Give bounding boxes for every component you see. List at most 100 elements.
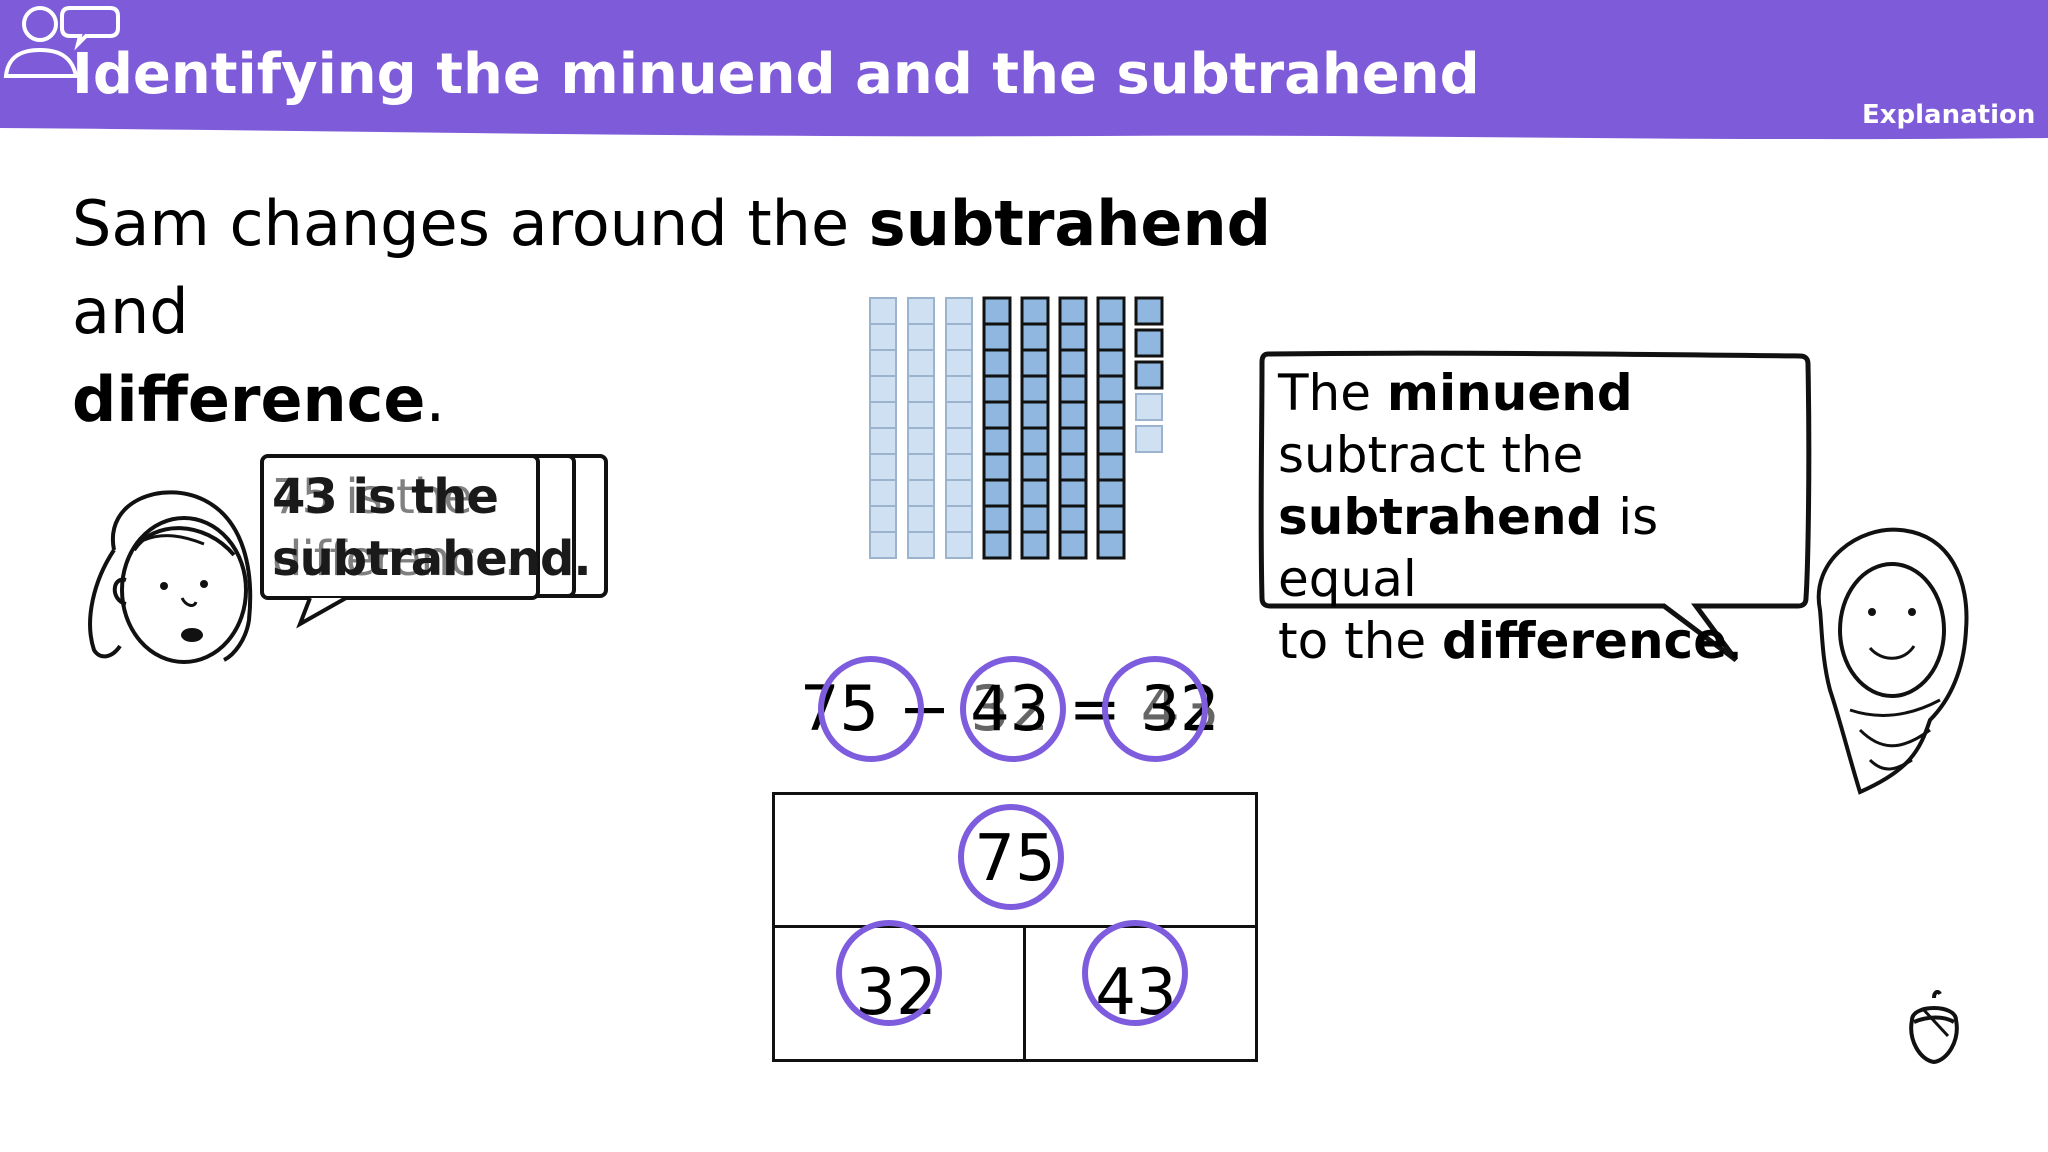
ones-cube (1134, 328, 1164, 358)
tens-rod-cell (945, 453, 973, 481)
tens-rod-cell (907, 479, 935, 507)
speech-part: . (1727, 612, 1744, 670)
tens-rod-cell (1096, 530, 1126, 560)
tens-rod-cell (1020, 374, 1050, 404)
intro-text: Sam changes around the subtrahend and di… (72, 180, 1372, 444)
tens-rod-cell (982, 530, 1012, 560)
speech-bold-difference: difference (1442, 612, 1728, 670)
tens-rod-cell (1096, 504, 1126, 534)
tens-rod-cell (945, 375, 973, 403)
tens-rod-cell (907, 505, 935, 533)
left-speech-bubble (260, 454, 608, 629)
tens-rod-cell (869, 505, 897, 533)
tens-rod-cell (945, 531, 973, 559)
ones-cube (1134, 296, 1164, 326)
tens-rod-cell (945, 427, 973, 455)
tens-rod-cell (1020, 478, 1050, 508)
tens-rod-cell (982, 348, 1012, 378)
tens-rod-cell (1058, 452, 1088, 482)
tens-rod-cell (945, 479, 973, 507)
right-speech-bubble (1258, 350, 1812, 662)
tens-rod-cell (982, 322, 1012, 352)
intro-part: and (72, 275, 189, 348)
tens-rod-cell (982, 504, 1012, 534)
page-title: Identifying the minuend and the subtrahe… (72, 42, 1480, 107)
bar-model: 75 32 43 (772, 792, 1258, 1062)
tens-rod-cell (869, 375, 897, 403)
header-banner: Identifying the minuend and the subtrahe… (0, 0, 2048, 140)
speech-part: is equal (1278, 488, 1659, 608)
tens-rod-cell (945, 323, 973, 351)
ghost-line: difference. (272, 531, 519, 587)
tens-rod-cell (869, 349, 897, 377)
tens-rod-cell (869, 401, 897, 429)
explanation-label: Explanation (1862, 100, 2036, 130)
tens-rod-cell (907, 427, 935, 455)
tens-rod-cell (1096, 374, 1126, 404)
woman-avatar (1816, 527, 1969, 795)
tens-rod-cell (869, 479, 897, 507)
base-ten-blocks (869, 296, 1164, 560)
tens-rod-cell (907, 349, 935, 377)
speech-line: 43 is the (272, 469, 499, 525)
tens-rod-cell (1096, 452, 1126, 482)
tens-rod-cell (1096, 478, 1126, 508)
tens-rod-cell (907, 531, 935, 559)
girl-avatar (88, 490, 253, 664)
speech-bold-subtrahend: subtrahend (1278, 488, 1603, 546)
tens-rod-cell (982, 400, 1012, 430)
tens-rod-cell (1096, 296, 1126, 326)
speech-part: to the (1278, 612, 1443, 670)
tens-rod-cell (1096, 400, 1126, 430)
circle-subtrahend (960, 656, 1066, 762)
tens-rod-cell (869, 323, 897, 351)
right-speech-text: The minuend subtract the subtrahend is e… (1278, 362, 1798, 672)
tens-rod-cell (869, 427, 897, 455)
circle-whole (958, 804, 1064, 910)
left-speech-ghost: 75 is the difference. (272, 466, 519, 590)
tens-rod-cell (907, 453, 935, 481)
intro-part: Sam changes around the (72, 187, 869, 260)
header-background (0, 0, 2048, 140)
ones-cube (1134, 360, 1164, 390)
circle-right-part (1082, 920, 1188, 1026)
tens-rod-cell (869, 297, 897, 325)
tens-rod-cell (1058, 296, 1088, 326)
tens-rod-cell (1020, 400, 1050, 430)
tens-rod-cell (1058, 374, 1088, 404)
tens-rod-cell (1058, 530, 1088, 560)
left-speech-text: 75 is the difference. 43 is the subtrahe… (272, 466, 592, 590)
speech-part: The (1278, 364, 1387, 422)
tens-rod-cell (1096, 348, 1126, 378)
tens-rod-cell (945, 349, 973, 377)
tens-rod-cell (907, 297, 935, 325)
tens-rod-cell (945, 505, 973, 533)
people-speech-icon (3, 6, 120, 78)
tens-rod-cell (982, 478, 1012, 508)
tens-rod-cell (1020, 452, 1050, 482)
circle-left-part (836, 920, 942, 1026)
tens-rod-cell (982, 296, 1012, 326)
tens-rod-cell (869, 453, 897, 481)
tens-rod-cell (1058, 400, 1088, 430)
tens-rod-cell (1058, 426, 1088, 456)
tens-rod-cell (1020, 348, 1050, 378)
equation: 75 − 32 = 43 75 − 43 = 32 (800, 640, 1280, 790)
circle-minuend (818, 656, 924, 762)
tens-rod-cell (907, 323, 935, 351)
tens-rod-cell (1020, 504, 1050, 534)
tens-rod-cell (1020, 426, 1050, 456)
acorn-icon (1909, 990, 1959, 1065)
tens-rod-cell (907, 401, 935, 429)
tens-rod-cell (869, 531, 897, 559)
tens-rod-cell (1058, 322, 1088, 352)
speech-part: subtract the (1278, 426, 1584, 484)
tens-rod-cell (982, 426, 1012, 456)
tens-rod-cell (1020, 322, 1050, 352)
intro-bold-subtrahend: subtrahend (868, 187, 1271, 260)
ghost-line: 75 is the (272, 469, 473, 525)
tens-rod-cell (1058, 504, 1088, 534)
intro-bold-difference: difference (72, 363, 426, 436)
tens-rod-cell (1058, 348, 1088, 378)
speech-bold-minuend: minuend (1386, 364, 1633, 422)
